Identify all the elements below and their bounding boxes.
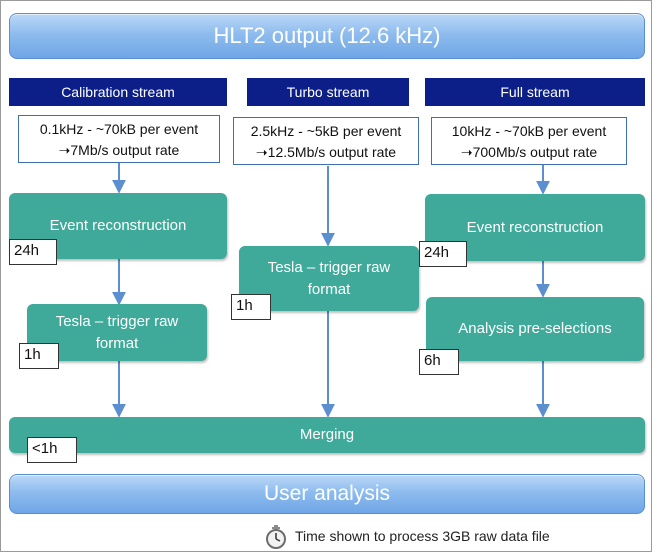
turbo-tesla-time: 1h	[231, 294, 271, 320]
rate-line-output: ➝7Mb/s output rate	[58, 142, 180, 158]
step-label: Tesla – trigger raw format	[55, 312, 179, 352]
calibration-tesla-time: 1h	[19, 343, 59, 369]
full-analysis-preselections: Analysis pre-selections	[426, 297, 644, 361]
step-label: Event reconstruction	[49, 217, 187, 234]
stopwatch-icon	[265, 525, 287, 549]
rate-box-calibration: 0.1kHz - ~70kB per event ➝7Mb/s output r…	[18, 115, 220, 163]
full-presel-time: 6h	[419, 349, 459, 375]
calibration-reco-time: 24h	[9, 239, 57, 265]
rate-line-output: ➝12.5Mb/s output rate	[255, 144, 397, 160]
rate-line-events: 2.5kHz - ~5kB per event	[250, 123, 402, 139]
step-label: Event reconstruction	[466, 218, 604, 236]
full-reco-time: 24h	[419, 241, 467, 267]
hlt2-output-title: HLT2 output (12.6 kHz)	[9, 13, 645, 59]
stream-header-turbo: Turbo stream	[247, 78, 409, 106]
step-label: Analysis pre-selections	[458, 320, 612, 337]
legend-text: Time shown to process 3GB raw data file	[295, 528, 550, 544]
rate-box-full: 10kHz - ~70kB per event ➝700Mb/s output …	[431, 117, 627, 165]
rate-box-turbo: 2.5kHz - ~5kB per event ➝12.5Mb/s output…	[233, 117, 419, 165]
rate-line-output: ➝700Mb/s output rate	[460, 144, 598, 160]
merging-time: <1h	[27, 437, 77, 463]
step-label: Tesla – trigger raw format	[267, 258, 391, 298]
stream-header-calibration: Calibration stream	[9, 78, 227, 106]
rate-line-events: 10kHz - ~70kB per event	[451, 123, 607, 139]
rate-line-events: 0.1kHz - ~70kB per event	[39, 121, 199, 137]
merging-step: Merging	[9, 417, 645, 453]
user-analysis-bar: User analysis	[9, 474, 645, 514]
turbo-tesla-trigger: Tesla – trigger raw format	[239, 246, 419, 311]
step-label: Merging	[299, 426, 355, 443]
stream-header-full: Full stream	[425, 78, 645, 106]
